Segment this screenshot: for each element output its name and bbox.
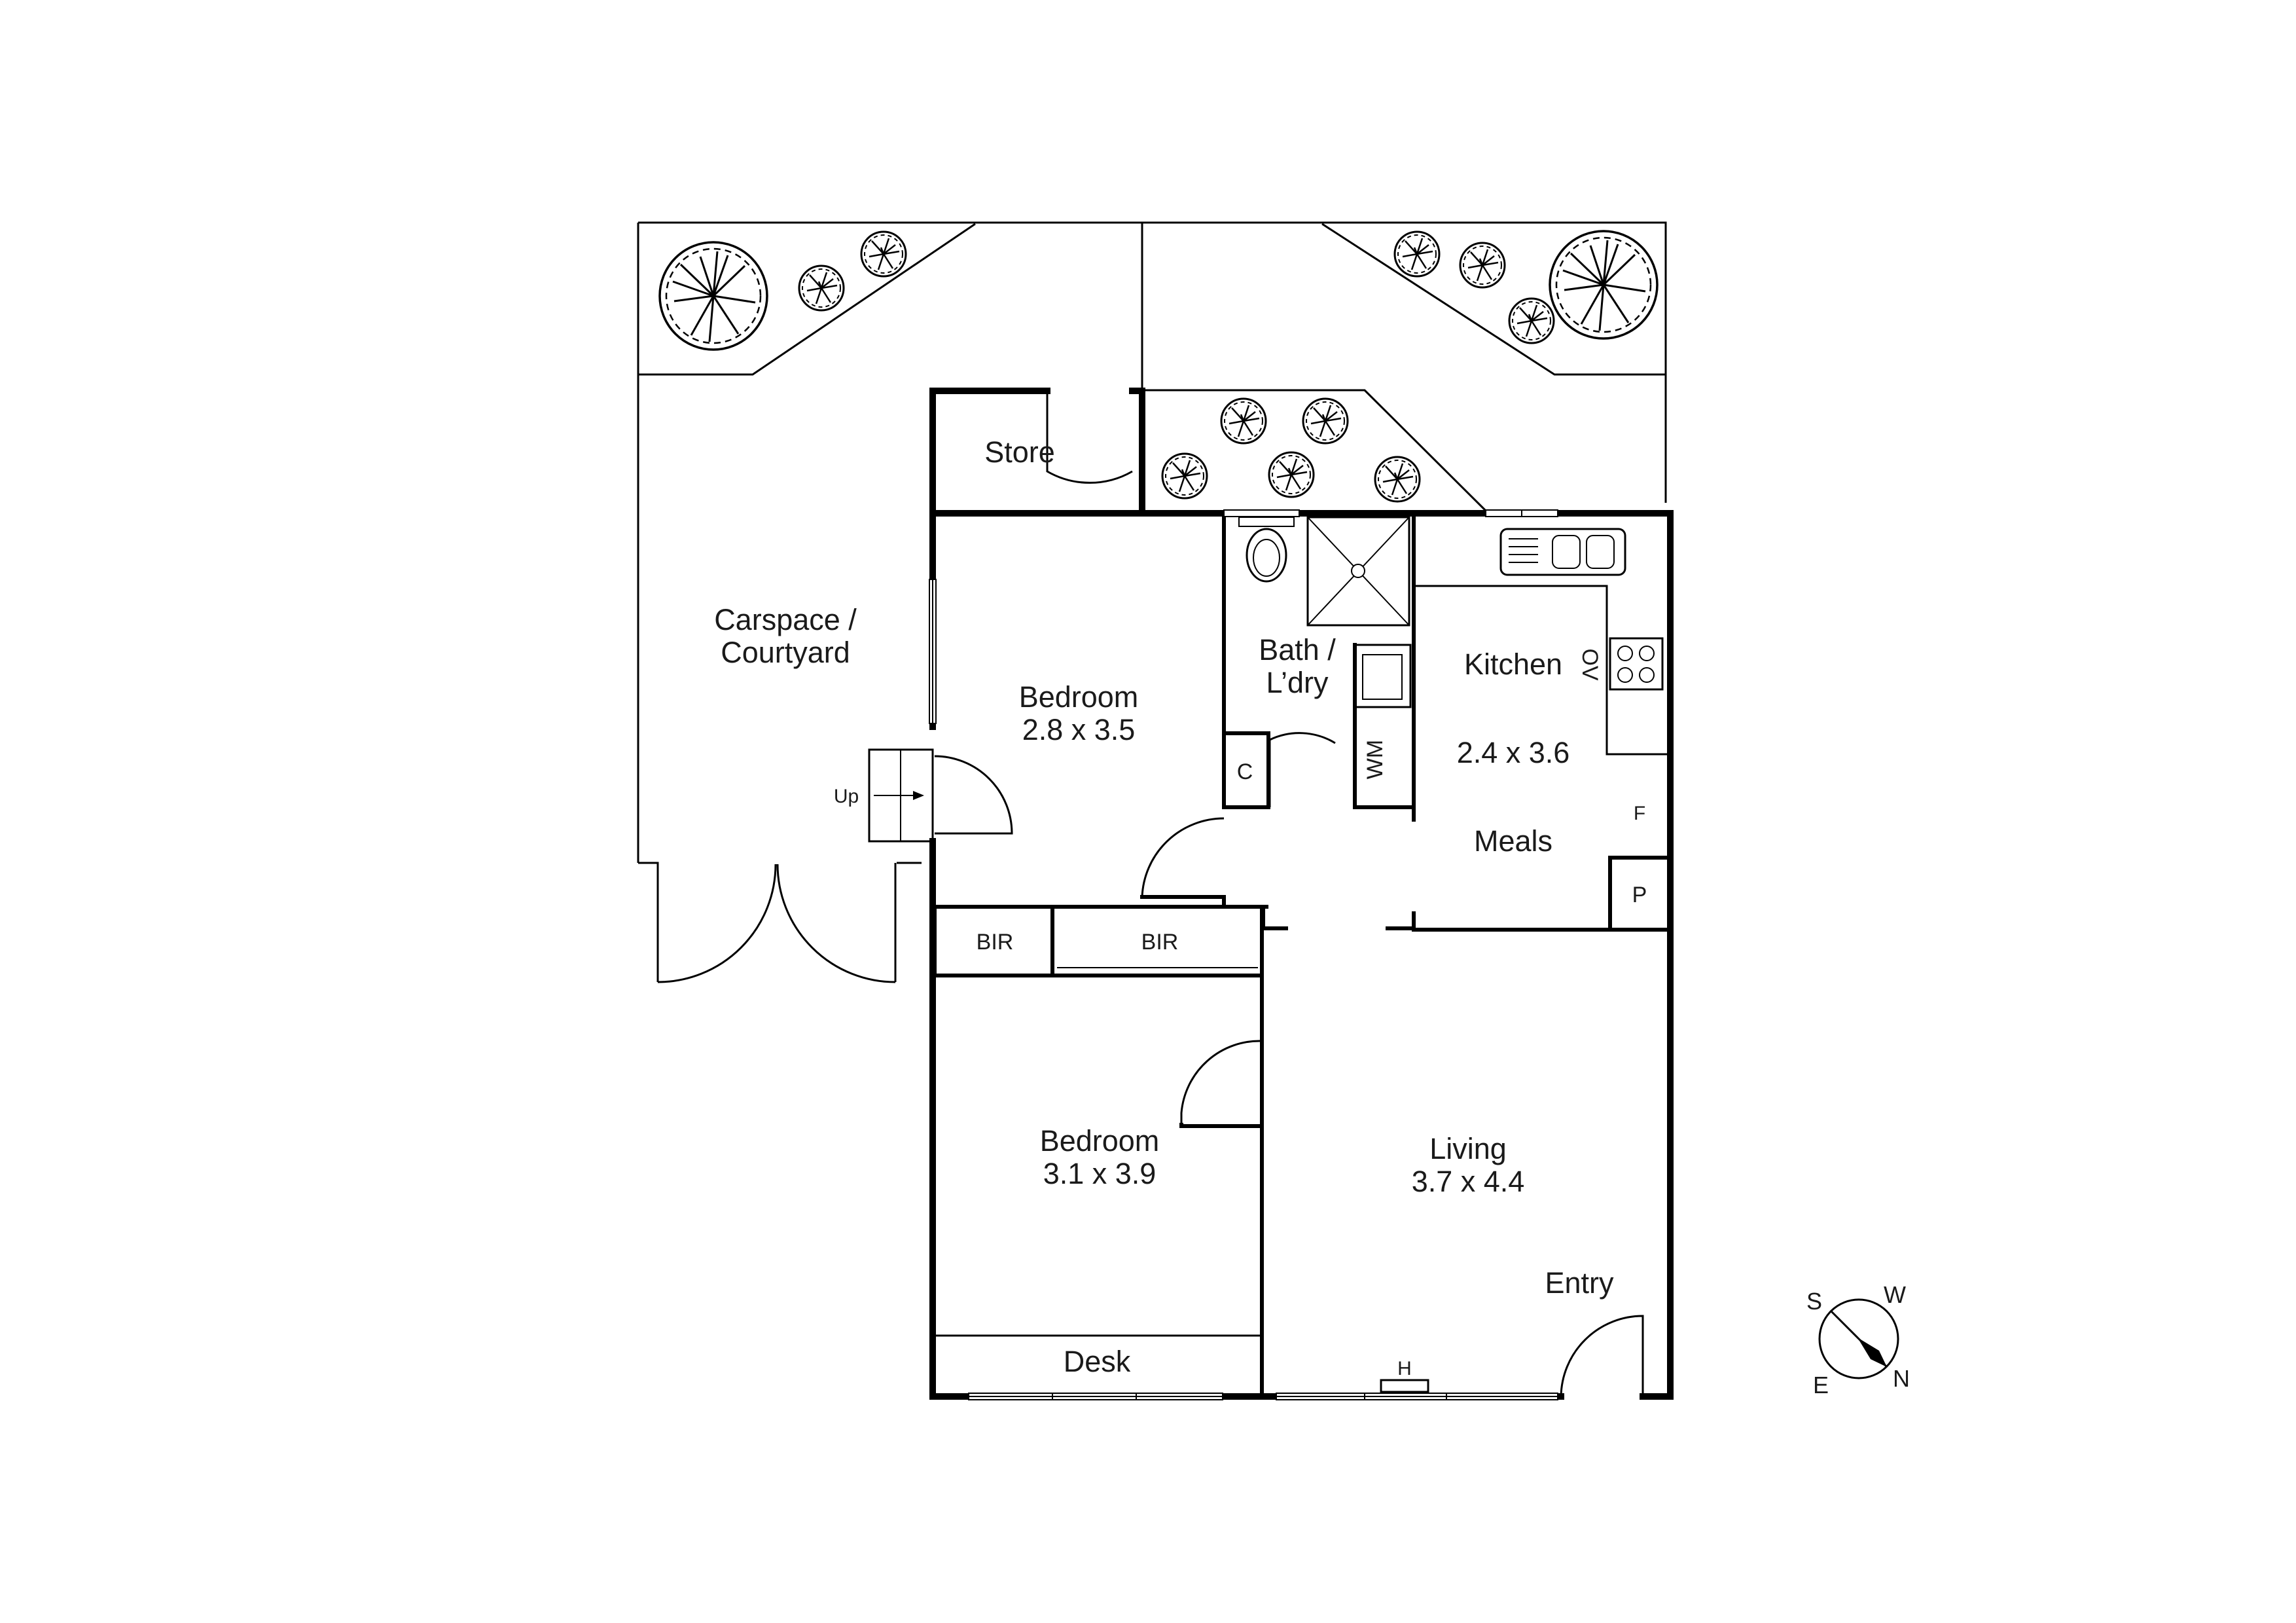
bir2-label: BIR bbox=[1141, 930, 1179, 955]
laundry-label: L’dry bbox=[1266, 666, 1329, 699]
tree-icon bbox=[658, 241, 768, 351]
partitions bbox=[934, 515, 1672, 1398]
walls bbox=[929, 388, 1674, 1400]
washing-machine-label: WM bbox=[1363, 740, 1388, 779]
garden-bed-right bbox=[1321, 223, 1666, 376]
cupboard-label: C bbox=[1237, 759, 1253, 784]
cooktop-icon bbox=[1609, 637, 1664, 691]
bathroom-fixtures bbox=[1238, 516, 1412, 708]
carspace-label: Carspace / bbox=[714, 603, 857, 636]
store-label: Store bbox=[984, 435, 1055, 469]
tree-icon bbox=[798, 264, 845, 312]
tree-icon bbox=[1268, 451, 1315, 498]
kitchen-fixtures bbox=[1414, 528, 1667, 756]
tree-icon bbox=[1161, 452, 1208, 500]
tree-icon bbox=[1374, 456, 1421, 503]
room-labels: Carspace / Courtyard Store Bedroom 2.8 x… bbox=[714, 435, 1614, 1300]
desk-label: Desk bbox=[1064, 1345, 1131, 1378]
compass-north: N bbox=[1893, 1365, 1910, 1392]
entry-label: Entry bbox=[1545, 1266, 1614, 1300]
bedroom1-label: Bedroom bbox=[1019, 680, 1139, 714]
heater-icon bbox=[1380, 1379, 1429, 1393]
kitchen-sink-icon bbox=[1499, 528, 1626, 576]
doors bbox=[657, 391, 1644, 1397]
entry-step bbox=[868, 748, 934, 843]
bedroom1-size: 2.8 x 3.5 bbox=[1022, 713, 1136, 746]
fridge-label: F bbox=[1634, 803, 1645, 824]
tree-icon bbox=[1302, 397, 1349, 445]
bedroom2-label: Bedroom bbox=[1040, 1124, 1160, 1158]
sink-icon bbox=[1354, 644, 1412, 708]
kitchen-size: 2.4 x 3.6 bbox=[1457, 736, 1570, 769]
compass-icon bbox=[1818, 1298, 1899, 1379]
tree-icon bbox=[1393, 230, 1441, 278]
compass-rose: S W E N bbox=[1806, 1281, 1910, 1398]
living-size: 3.7 x 4.4 bbox=[1412, 1165, 1525, 1198]
meals-label: Meals bbox=[1474, 824, 1552, 858]
tree-icon bbox=[1549, 230, 1659, 340]
heater-label: H bbox=[1397, 1358, 1412, 1379]
stairs-up-label: Up bbox=[834, 786, 859, 807]
pantry-label: P bbox=[1632, 883, 1647, 907]
fixture-labels: BIR BIR C WM OV F P H Desk Up bbox=[834, 648, 1647, 1379]
windows bbox=[929, 509, 1558, 1400]
tree-icon bbox=[860, 230, 907, 278]
shower-icon bbox=[1306, 516, 1410, 627]
compass-east: E bbox=[1813, 1372, 1829, 1398]
oven-label: OV bbox=[1577, 648, 1602, 680]
compass-west: W bbox=[1884, 1281, 1906, 1308]
site-boundary bbox=[637, 221, 1667, 982]
garden-bed-left bbox=[638, 223, 976, 376]
garden-bed-middle bbox=[1142, 389, 1487, 512]
bir1-label: BIR bbox=[977, 930, 1014, 955]
compass-south: S bbox=[1806, 1288, 1822, 1315]
courtyard-label: Courtyard bbox=[721, 636, 850, 669]
kitchen-label: Kitchen bbox=[1464, 647, 1562, 681]
tree-icon bbox=[1459, 242, 1506, 289]
living-label: Living bbox=[1429, 1132, 1507, 1165]
bath-label: Bath / bbox=[1259, 633, 1336, 666]
tree-icon bbox=[1220, 397, 1267, 445]
tree-icon bbox=[1508, 297, 1555, 344]
bedroom2-size: 3.1 x 3.9 bbox=[1043, 1157, 1157, 1190]
toilet-icon bbox=[1246, 528, 1287, 583]
